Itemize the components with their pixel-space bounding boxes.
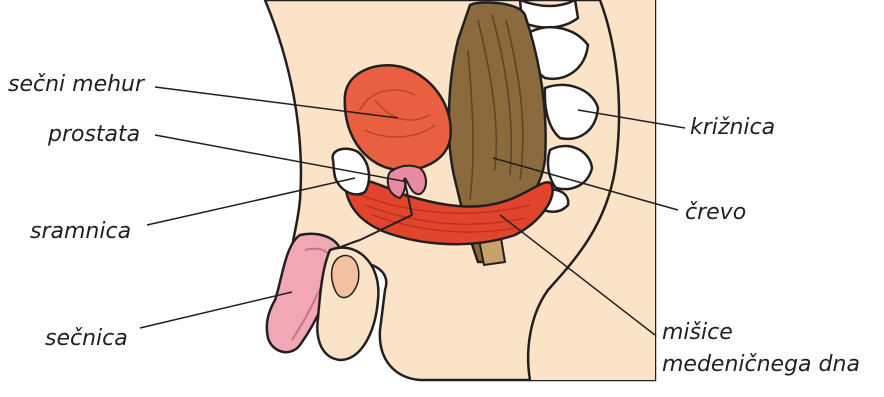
label-pubic-bone: sramnica xyxy=(30,219,131,245)
label-urethra: sečnica xyxy=(45,326,128,352)
label-pelvic-floor-line2: medeničnega dna xyxy=(662,350,860,380)
label-pelvic-floor-line1: mišice xyxy=(662,318,733,348)
label-bowel: črevo xyxy=(685,200,746,226)
label-prostate: prostata xyxy=(48,122,140,148)
label-bladder: sečni mehur xyxy=(8,72,144,98)
label-sacrum: križnica xyxy=(690,115,775,141)
